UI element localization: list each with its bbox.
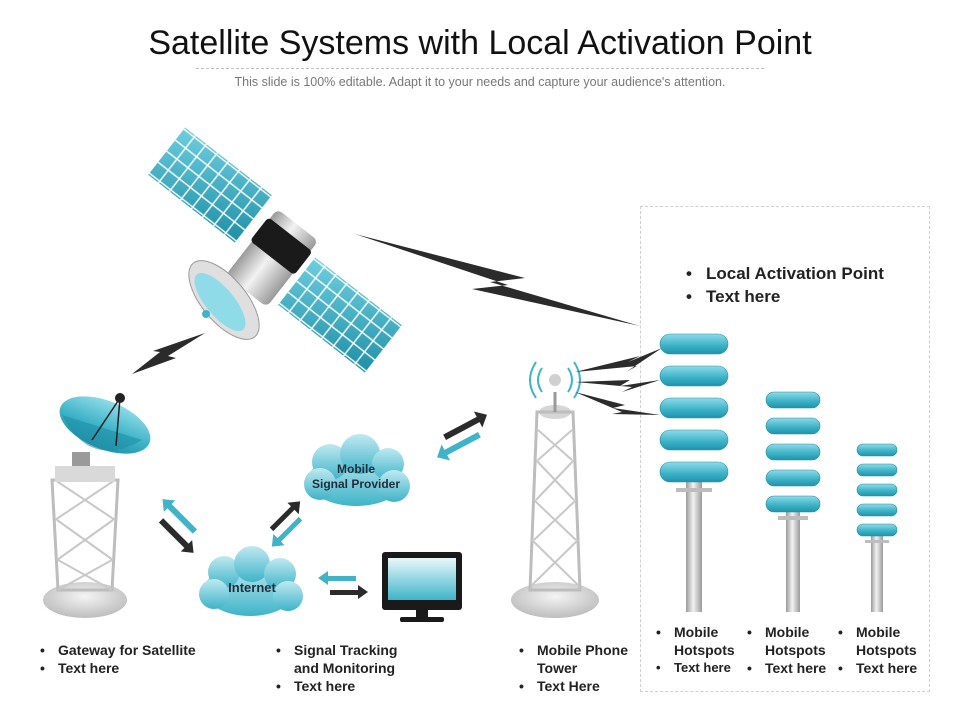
monitor-icon [382, 552, 462, 622]
hotspot-caption-line2: Hotspots [674, 642, 735, 658]
hotspot-caption-2: Mobile Hotspots Text here [747, 623, 826, 677]
cloud-icon [199, 546, 303, 616]
satellite-dish-icon [59, 393, 151, 470]
hotspot-caption-text: Text here [747, 659, 826, 677]
tracking-caption-text: Text here [276, 677, 397, 695]
bidirectional-arrow-icon [158, 411, 487, 599]
title-divider [196, 68, 764, 69]
hotspot-caption-3: Mobile Hotspots Text here [838, 623, 917, 677]
local-activation-list: Local Activation Point Text here [686, 262, 884, 308]
cloud-icon [304, 434, 410, 506]
hotspot-caption-line1: Mobile [765, 624, 810, 640]
tower-caption-line1: Mobile Phone [537, 642, 628, 658]
provider-label-line1: Mobile [337, 462, 375, 476]
provider-cloud-label: Mobile Signal Provider [306, 462, 406, 492]
antenna-pole-icon [765, 391, 821, 612]
tracking-caption-line1: Signal Tracking [294, 642, 398, 658]
tower-caption: Mobile Phone Tower Text Here [519, 641, 628, 695]
gateway-caption-text: Text here [40, 659, 196, 677]
tower-icon [43, 466, 127, 618]
satellite-icon [148, 127, 402, 373]
gateway-caption-item: Gateway for Satellite [40, 641, 196, 659]
antenna-pole-icon [856, 443, 898, 612]
tower-caption-text: Text Here [519, 677, 628, 695]
local-activation-item: Local Activation Point [686, 262, 884, 285]
hotspot-caption-text: Text here [656, 659, 735, 677]
hotspot-caption-text: Text here [838, 659, 917, 677]
page-subtitle: This slide is 100% editable. Adapt it to… [234, 75, 726, 89]
tower-caption-item: Mobile Phone Tower [519, 641, 628, 677]
tracking-caption-line2: and Monitoring [294, 660, 396, 676]
gateway-caption: Gateway for Satellite Text here [40, 641, 196, 677]
tracking-caption: Signal Tracking and Monitoring Text here [276, 641, 397, 695]
lightning-signal-icon [132, 234, 640, 374]
tracking-caption-item: Signal Tracking and Monitoring [276, 641, 397, 677]
hotspot-caption-line2: Hotspots [856, 642, 917, 658]
hotspot-caption-line1: Mobile [674, 624, 719, 640]
hotspot-caption-line2: Hotspots [765, 642, 826, 658]
provider-label-line2: Signal Provider [311, 477, 401, 491]
internet-cloud-label: Internet [228, 580, 276, 595]
page-title: Satellite Systems with Local Activation … [148, 24, 812, 62]
hotspot-caption-1: Mobile Hotspots Text here [656, 623, 735, 677]
lightning-signal-icon [575, 348, 662, 415]
tower-caption-line2: Tower [537, 660, 578, 676]
local-activation-region [640, 206, 930, 692]
hotspot-caption-item: Mobile Hotspots [656, 623, 735, 659]
local-activation-text: Text here [686, 285, 884, 308]
antenna-pole-icon [659, 333, 729, 612]
tower-icon [511, 361, 599, 618]
hotspot-caption-item: Mobile Hotspots [838, 623, 917, 659]
hotspot-caption-item: Mobile Hotspots [747, 623, 826, 659]
hotspot-caption-line1: Mobile [856, 624, 901, 640]
